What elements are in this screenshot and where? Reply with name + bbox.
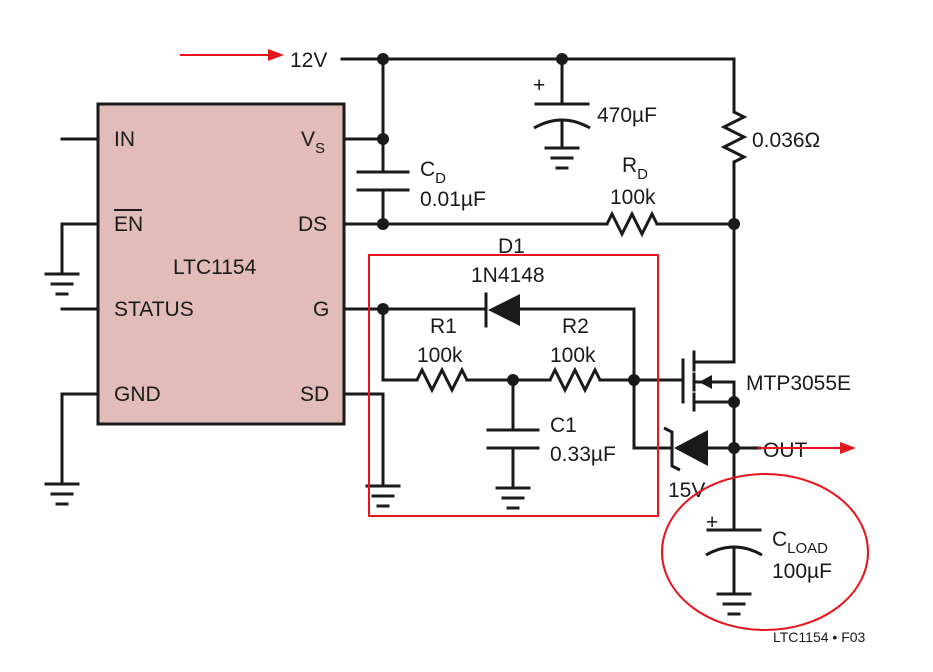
d1-part-label: 1N4148: [471, 264, 545, 287]
junction-dot: [628, 374, 640, 386]
ic-pin-vs-label: VS: [301, 128, 325, 157]
figure-id-label: LTC1154 • F03: [773, 629, 866, 645]
ground-icon: [716, 592, 752, 616]
ic-pin-in-label: IN: [114, 128, 135, 151]
ic-pin-gnd-label: GND: [114, 383, 161, 406]
c1-value-label: 0.33µF: [550, 443, 616, 466]
ic-pin-sd-label: SD: [300, 383, 329, 406]
ground-icon: [544, 146, 580, 170]
plus-sign-icon: +: [533, 74, 545, 97]
mosfet-part-label: MTP3055E: [746, 372, 851, 395]
ic-pin-status-label: STATUS: [114, 298, 194, 321]
out-label: OUT: [763, 439, 808, 462]
ic-pin-en-label: EN: [114, 213, 143, 236]
ground-icon: [495, 486, 531, 510]
zener-value-label: 15V: [668, 479, 705, 502]
r2-value-label: 100k: [550, 344, 596, 367]
junction-dot: [377, 218, 389, 230]
junction-dot: [728, 218, 740, 230]
d1-diode: [484, 292, 520, 328]
ground-icon: [44, 272, 80, 296]
r2-name-label: R2: [562, 315, 589, 338]
sense-resistor: [720, 110, 748, 164]
ic-pin-g-label: G: [313, 298, 329, 321]
supply-label: 12V: [290, 49, 327, 72]
rd-name-label: RD: [622, 154, 648, 183]
gate-drive-highlight-box: [368, 254, 659, 517]
out-arrow-icon: [758, 442, 856, 454]
zener-diode: [663, 426, 708, 472]
ground-icon: [44, 482, 80, 506]
cload-value-label: 100µF: [772, 560, 832, 583]
cd-value-label: 0.01µF: [420, 188, 486, 211]
r1-name-label: R1: [430, 315, 457, 338]
r1-value-label: 100k: [417, 344, 463, 367]
r2-resistor: [548, 366, 602, 394]
ic-pin-ds-label: DS: [298, 213, 327, 236]
plus-sign-icon: +: [706, 511, 718, 534]
cload-name-label: CLOAD: [772, 528, 828, 557]
c1-capacitor: [486, 428, 540, 450]
bulk-cap-value-label: 470µF: [597, 104, 657, 127]
ic-name: LTC1154: [173, 256, 257, 279]
r1-resistor: [415, 366, 469, 394]
cd-name-label: CD: [420, 158, 446, 187]
ic-body: [96, 102, 346, 426]
supply-arrow-icon: [180, 49, 284, 61]
c1-name-label: C1: [550, 414, 577, 437]
sense-value-label: 0.036Ω: [752, 129, 820, 152]
rd-resistor: [605, 210, 659, 238]
d1-name-label: D1: [498, 235, 525, 258]
junction-dot: [377, 133, 389, 145]
ground-icon: [365, 484, 401, 508]
rd-value-label: 100k: [610, 186, 656, 209]
cd-capacitor: [356, 170, 410, 192]
cload-highlight-circle: [661, 473, 869, 631]
mosfet-transistor: [681, 350, 736, 412]
